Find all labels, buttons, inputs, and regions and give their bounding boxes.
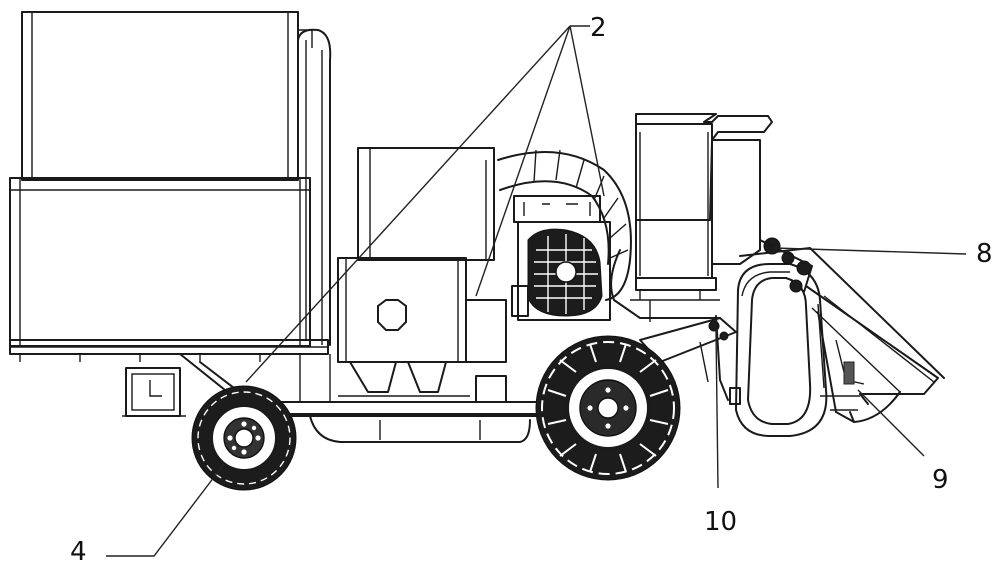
- leader-2b: [570, 26, 604, 196]
- front-wheel: [536, 336, 680, 480]
- leader-2c: [246, 26, 570, 382]
- callout-9: 9: [932, 465, 949, 495]
- picking-header: [740, 248, 944, 422]
- rear-support-box: [122, 368, 186, 416]
- callout-2: 2: [590, 13, 607, 43]
- cleaning-housing: [338, 148, 506, 402]
- callout-8: 8: [976, 239, 993, 269]
- leader-8: [774, 248, 966, 254]
- callout-4: 4: [70, 537, 87, 562]
- leader-9: [858, 390, 924, 456]
- collection-bin: [10, 12, 330, 362]
- rear-wheel: [192, 386, 296, 490]
- operator-cab: [611, 114, 772, 322]
- callout-10: 10: [704, 507, 737, 537]
- engine-block: [512, 222, 610, 320]
- leader-4: [106, 464, 224, 556]
